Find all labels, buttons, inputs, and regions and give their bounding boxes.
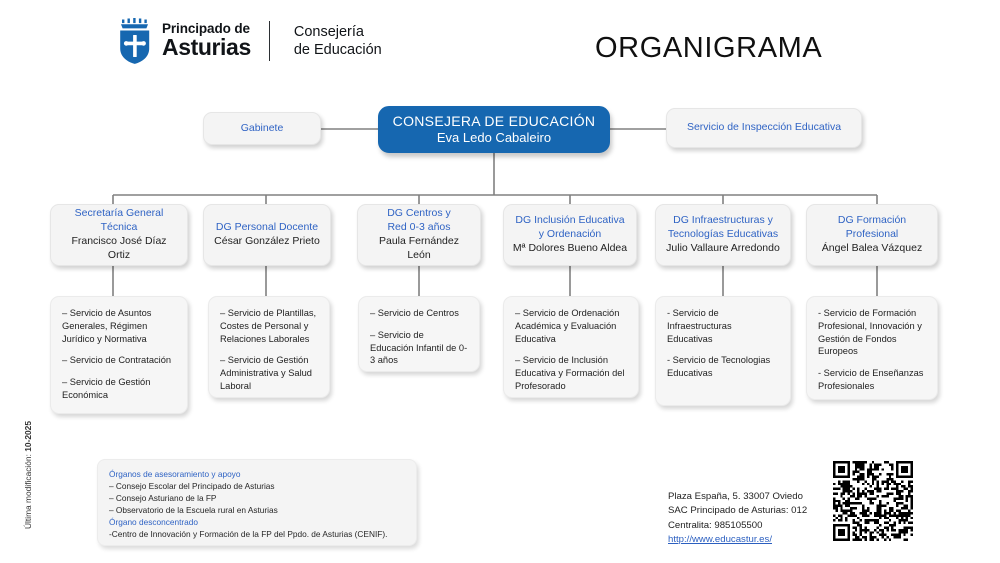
department-3-person: Mª Dolores Bueno Aldea	[512, 241, 628, 254]
node-department-1[interactable]: DG Personal Docente César González Priet…	[203, 204, 331, 266]
advisory-list-1: – Consejo Escolar del Principado de Astu…	[109, 480, 405, 516]
node-consejera-title: CONSEJERA DE EDUCACIÓN	[392, 112, 596, 129]
department-0-title: Secretaría General Técnica	[74, 207, 164, 234]
contact-website-link[interactable]: http://www.educastur.es/	[668, 534, 772, 546]
contact-sac: SAC Principado de Asturias: 012	[668, 505, 808, 517]
advisory-heading-1: Órganos de asesoramiento y apoyo	[109, 469, 241, 479]
service-item: – Servicio de Inclusión Educativa y Form…	[515, 355, 625, 392]
brand-line-2: Asturias	[162, 34, 251, 61]
advisory-item: -Centro de Innovación y Formación de la …	[109, 529, 388, 540]
contact-info: Plaza España, 5. 33007 Oviedo SAC Princi…	[668, 490, 807, 548]
service-list-4: - Servicio de Infraestructuras Educativa…	[655, 296, 791, 406]
advisory-item: – Consejo Escolar del Principado de Astu…	[109, 481, 275, 492]
service-item: - Servicio de Enseñanzas Profesionales	[818, 368, 924, 392]
page-title: ORGANIGRAMA	[595, 32, 823, 64]
department-4-person: Julio Vallaure Arredondo	[666, 241, 780, 254]
service-item: – Servicio de Gestión Económica	[62, 377, 151, 401]
qr-code-icon	[833, 461, 913, 541]
department-0-person: Francisco José Díaz Ortiz	[71, 235, 167, 261]
brand-wordmark: Principado de Asturias	[162, 21, 251, 61]
node-department-4[interactable]: DG Infraestructuras y Tecnologías Educat…	[655, 204, 791, 266]
last-modified-value: 10-2025	[23, 421, 33, 452]
service-item: - Servicio de Infraestructuras Educativa…	[667, 308, 732, 344]
brand-line-1: Principado de	[162, 21, 250, 37]
advisory-list-2: -Centro de Innovación y Formación de la …	[109, 528, 405, 540]
department-3-title: DG Inclusión Educativa y Ordenación	[515, 214, 625, 241]
department-2-person: Paula Fernández León	[379, 235, 459, 261]
advisory-item: – Observatorio de la Escuela rural en As…	[109, 505, 278, 516]
service-item: – Servicio de Educación Infantil de 0-3 …	[370, 329, 468, 366]
node-consejera[interactable]: CONSEJERA DE EDUCACIÓN Eva Ledo Cabaleir…	[378, 106, 610, 153]
node-department-3[interactable]: DG Inclusión Educativa y Ordenación Mª D…	[503, 204, 637, 266]
department-4-title: DG Infraestructuras y Tecnologías Educat…	[667, 214, 779, 241]
service-item: – Servicio de Centros	[370, 308, 459, 318]
service-item: - Servicio de Tecnologias Educativas	[667, 355, 771, 379]
contact-address: Plaza España, 5. 33007 Oviedo	[668, 491, 803, 502]
node-department-0[interactable]: Secretaría General Técnica Francisco Jos…	[50, 204, 188, 266]
node-inspeccion-educativa[interactable]: Servicio de Inspección Educativa	[666, 108, 862, 148]
shield-icon	[120, 18, 150, 64]
service-list-0: – Servicio de Asuntos Generales, Régimen…	[50, 296, 188, 414]
node-consejera-person: Eva Ledo Cabaleiro	[436, 130, 552, 146]
department-1-title: DG Personal Docente	[215, 221, 319, 234]
service-item: – Servicio de Contratación	[62, 355, 172, 366]
service-list-2: – Servicio de Centros – Servicio de Educa…	[358, 296, 480, 372]
department-5-title: DG Formación Profesional	[837, 214, 907, 241]
contact-switchboard: Centralita: 985105500	[668, 519, 763, 531]
brand-department-line-2: de Educación	[293, 42, 382, 58]
service-list-5: - Servicio de Formación Profesional, Inn…	[806, 296, 938, 400]
service-item: – Servicio de Gestión Administrativa y S…	[220, 355, 312, 392]
last-modified-note: Última modificación: 10-2025	[23, 405, 33, 545]
service-list-1: – Servicio de Plantillas, Costes de Pers…	[208, 296, 330, 398]
department-5-person: Ángel Balea Vázquez	[821, 241, 923, 254]
service-item: – Servicio de Ordenación Académica y Eva…	[515, 308, 620, 344]
node-gabinete[interactable]: Gabinete	[203, 112, 321, 145]
node-inspeccion-title: Servicio de Inspección Educativa	[686, 121, 842, 134]
department-1-person: César González Prieto	[214, 235, 320, 247]
node-gabinete-title: Gabinete	[240, 121, 284, 134]
service-item: – Servicio de Plantillas, Costes de Pers…	[220, 308, 317, 344]
service-item: - Servicio de Formación Profesional, Inn…	[818, 308, 922, 357]
service-list-3: – Servicio de Ordenación Académica y Eva…	[503, 296, 639, 398]
brand-logo: Principado de Asturias Consejería de Edu…	[118, 18, 382, 64]
advisory-heading-2: Órgano desconcentrado	[109, 517, 199, 528]
logo-divider	[268, 21, 270, 61]
advisory-bodies-panel: Órganos de asesoramiento y apoyo – Conse…	[97, 459, 417, 546]
node-department-5[interactable]: DG Formación Profesional Ángel Balea Váz…	[806, 204, 938, 266]
brand-department-line-1: Consejería	[293, 23, 364, 40]
service-item: – Servicio de Asuntos Generales, Régimen…	[62, 308, 152, 344]
brand-department: Consejería de Educación	[294, 23, 382, 59]
advisory-item: – Consejo Asturiano de la FP	[109, 493, 217, 504]
last-modified-label: Última modificación:	[23, 454, 33, 530]
